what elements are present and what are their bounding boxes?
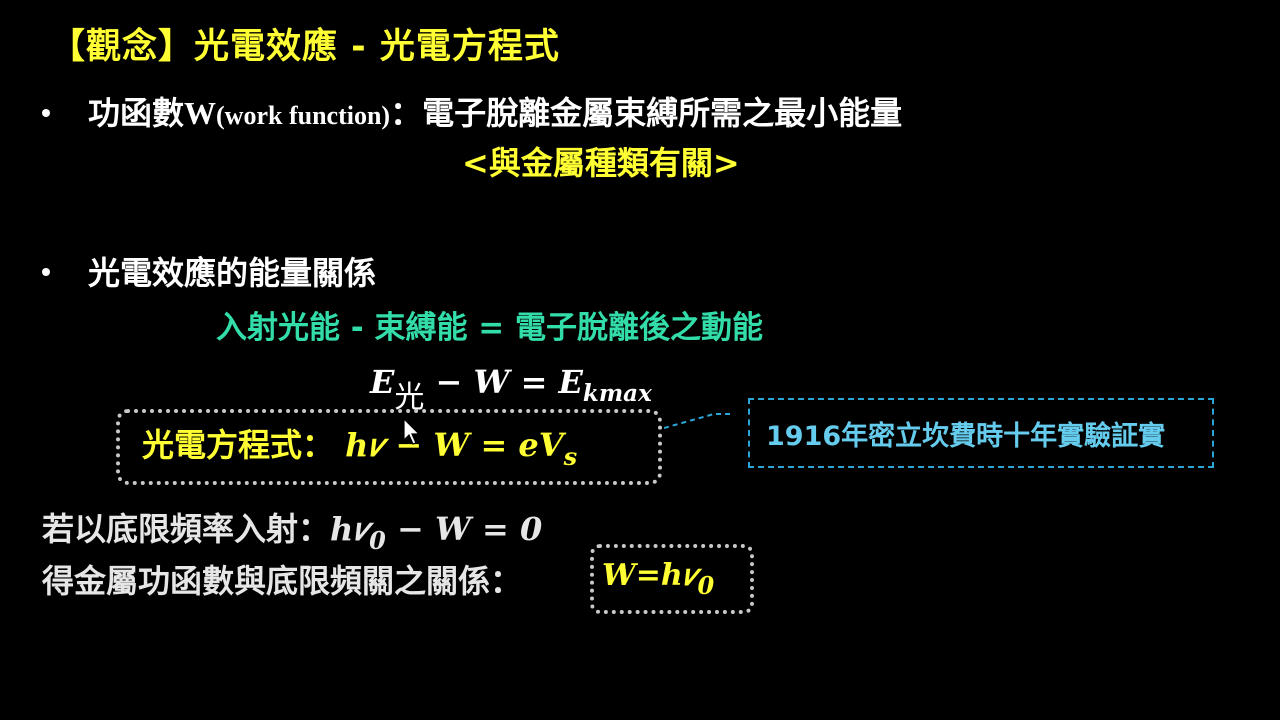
photoelectric-formula: h𝜈 − W = eV: [334, 426, 564, 464]
threshold-formula-rest: − W = 0: [385, 510, 543, 548]
historical-note-box: [748, 398, 1214, 468]
historical-note: 1916年密立坎費時十年實驗証實: [766, 421, 1166, 452]
work-function-meaning: ：電子脫離金屬束縛所需之最小能量: [390, 94, 903, 132]
kmax-subscript: kmax: [582, 380, 652, 407]
work-function-definition: 功函數W(work function)：電子脫離金屬束縛所需之最小能量: [88, 88, 902, 134]
bullet-dot: [42, 109, 50, 117]
photoelectric-equation-label: 光電方程式：: [142, 426, 335, 464]
threshold-formula-subscript: 0: [369, 526, 386, 555]
connector-line: [664, 413, 730, 429]
threshold-frequency-line: 若以底限頻率入射：h𝜈0 − W = 0: [42, 504, 543, 555]
slide-title: 【觀念】光電效應 - 光電方程式: [50, 27, 560, 67]
metal-type-note: <與金屬種類有關>: [462, 144, 740, 182]
work-function-relation-label: 得金屬功函數與底限頻關之關係：: [42, 562, 523, 600]
word-equation: 入射光能 - 束縛能 = 電子脫離後之動能: [216, 310, 764, 346]
energy-equation-body: − W = E: [424, 363, 583, 401]
work-function-formula-main: W=h𝜈: [602, 558, 698, 593]
threshold-label: 若以底限頻率入射：: [42, 510, 331, 548]
energy-relation-heading: 光電效應的能量關係: [88, 254, 377, 292]
energy-symbol: E: [370, 363, 395, 401]
photoelectric-equation: 光電方程式： h𝜈 − W = eVs: [142, 420, 577, 471]
work-function-symbol: W: [184, 95, 217, 131]
work-function-english: (work function): [216, 101, 391, 130]
mouse-cursor-icon: [403, 418, 421, 445]
work-function-formula-box: [590, 544, 754, 614]
work-function-formula-subscript: 0: [697, 571, 715, 600]
threshold-formula: h𝜈: [330, 510, 370, 548]
photoelectric-equation-box: [116, 409, 662, 485]
photoelectric-formula-subscript: s: [563, 442, 578, 471]
bullet-dot: [42, 268, 50, 276]
work-function-prefix: 功函數: [88, 94, 185, 132]
work-function-formula: W=h𝜈0: [602, 558, 714, 600]
energy-equation: E光 − W = Ekmax: [370, 358, 652, 415]
